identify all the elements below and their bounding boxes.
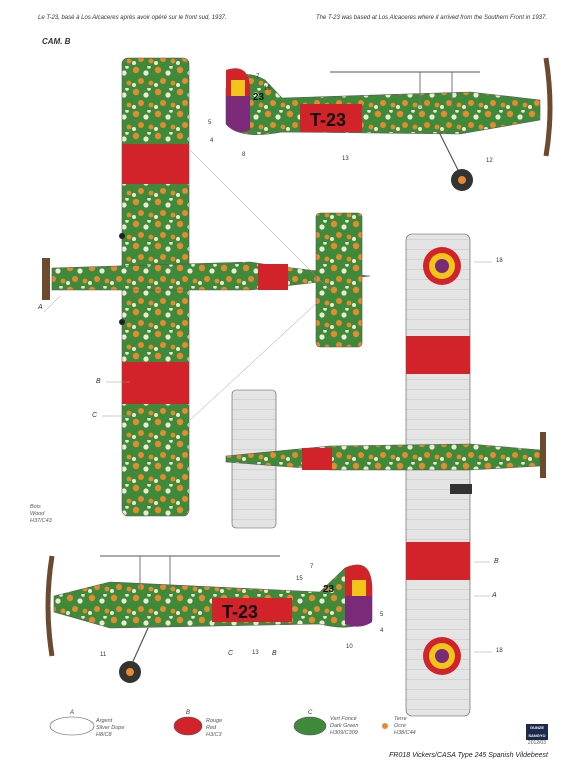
fin-code-lower: 23 [323, 584, 335, 595]
underside-view [225, 233, 546, 717]
legend-key-b: B [186, 710, 191, 716]
caption-english: The T-23 was based at Los Alcaceres wher… [316, 15, 548, 21]
prop-note: Bois Wood H37/C43 [30, 504, 52, 524]
legend-swatches [49, 716, 388, 736]
legend-key-c: C [308, 710, 313, 716]
product-code: 2012/03 [527, 740, 546, 746]
callout-a-top: A [38, 304, 43, 311]
leader-lines [43, 149, 492, 653]
callout-5-upper: 5 [208, 120, 212, 126]
callout-b-under: B [494, 558, 499, 565]
callout-c-side: C [228, 650, 234, 657]
callout-12: 11 [100, 652, 107, 658]
callout-7-upper: 7 [256, 74, 260, 80]
callout-13-upper: 13 [342, 156, 349, 162]
legend-earth: Terre Ocre H38/C44 [394, 716, 416, 736]
legend-key-a: A [70, 710, 75, 716]
gunze-sangyo-logo: GUNZE SANGYO [526, 724, 548, 740]
callout-4-lower: 4 [380, 628, 384, 634]
callout-11: 12 [486, 158, 493, 164]
side-code-lower: T-23 [222, 602, 258, 622]
callout-15-upper: 15 [264, 86, 271, 92]
side-code-upper: T-23 [310, 110, 346, 130]
callout-4-upper: 4 [210, 138, 214, 144]
callout-18-bottom: 18 [496, 648, 503, 654]
callout-b-top: B [96, 378, 101, 385]
camo-label: CAM. B [42, 37, 71, 46]
callout-15-lower: 15 [296, 576, 303, 582]
fin-code-upper: 23 [253, 92, 265, 103]
legend-dark-green: Vert Foncé Dark Green H309/C309 [330, 716, 359, 736]
callout-b-side: B [272, 650, 277, 657]
callout-8: 8 [242, 152, 246, 158]
caption-french: Le T-23, basé à Los Alcaceres après avoi… [38, 15, 227, 21]
side-view-left: T-23 23 [45, 555, 373, 683]
callout-10: 10 [346, 644, 353, 650]
legend-silver: Argent Silver Dope H8/C8 [96, 718, 125, 738]
callout-c-top: C [92, 412, 98, 419]
top-view [42, 57, 371, 517]
callout-a-under: A [492, 592, 497, 599]
side-view-right: T-23 23 [225, 57, 553, 191]
legend-red: Rouge Red H3/C3 [206, 718, 223, 738]
callout-7-lower: 7 [310, 564, 314, 570]
callout-5-lower: 5 [380, 612, 384, 618]
callout-18-top: 18 [496, 258, 503, 264]
callout-13-lower: 13 [252, 650, 259, 656]
footer-title: FR018 Vickers/CASA Type 245 Spanish Vild… [389, 752, 548, 759]
